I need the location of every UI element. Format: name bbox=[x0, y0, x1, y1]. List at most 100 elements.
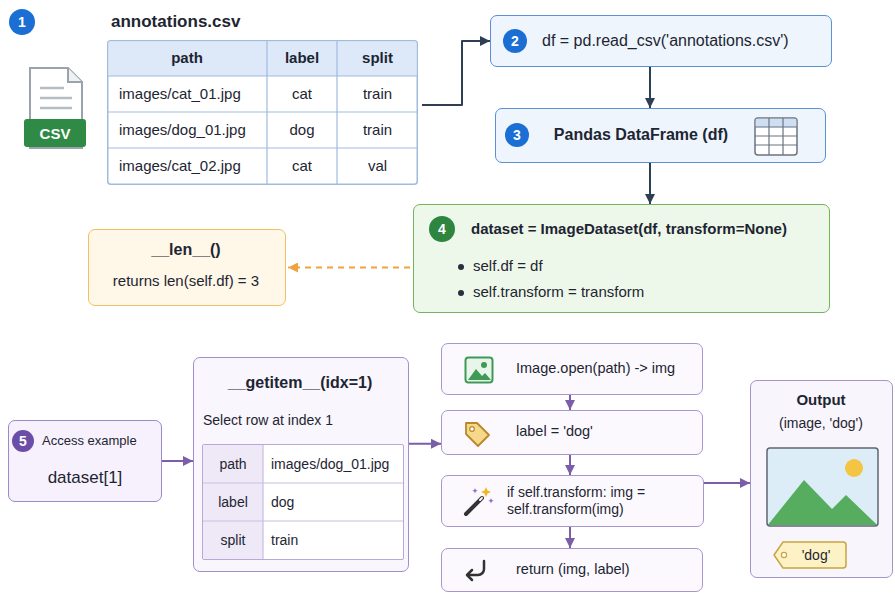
node-text: __len__() bbox=[151, 240, 220, 259]
node-text: label bbox=[285, 49, 319, 67]
node-text: df = pd.read_csv('annotations.csv') bbox=[542, 31, 789, 50]
label-tag: 'dog' bbox=[773, 541, 847, 569]
arrow-connector bbox=[569, 455, 571, 475]
csv-table: annotations.csv path label split images/cat_… bbox=[107, 8, 418, 186]
node-text: dataset = ImageDataset(df, transform=Non… bbox=[471, 220, 787, 238]
return-icon bbox=[467, 570, 472, 580]
table-grid bbox=[109, 42, 417, 76]
file-type-label: CSV bbox=[40, 126, 71, 141]
row-table: path images/dog_01.jpglabel dog split train bbox=[202, 444, 404, 560]
getitem-box: __getitem__(idx=1)Select row at index 1 … bbox=[193, 357, 409, 572]
step-box: return (img, label) bbox=[441, 548, 703, 592]
output-box: Output (image, 'dog') 'dog' bbox=[750, 380, 893, 578]
node-text: images/dog_01.jpg bbox=[271, 456, 389, 473]
table-icon bbox=[755, 118, 797, 155]
image-picture bbox=[768, 480, 877, 525]
node-text: __getitem__(idx=1) bbox=[228, 373, 373, 392]
callout-number: 1 bbox=[9, 9, 35, 35]
wand-icon bbox=[462, 486, 494, 518]
arrow-connector bbox=[569, 395, 571, 410]
csv-file-icon bbox=[40, 87, 64, 90]
row-table-grid bbox=[203, 445, 263, 559]
callout-number: 3 bbox=[505, 123, 529, 147]
node-text: (image, 'dog') bbox=[779, 415, 863, 432]
node-text: Output bbox=[796, 391, 845, 409]
csv-file-icon bbox=[68, 68, 82, 82]
node-text: self.df = df bbox=[473, 257, 543, 275]
csv-file-icon bbox=[40, 97, 72, 100]
csv-file-icon bbox=[24, 119, 86, 147]
node-text: label bbox=[218, 494, 248, 511]
node-text: annotations.csv bbox=[111, 12, 240, 32]
bullet-dots bbox=[454, 260, 468, 300]
row-table-grid bbox=[203, 445, 403, 559]
arrow-connector bbox=[649, 163, 651, 204]
node-text: dog bbox=[289, 121, 314, 139]
step-box: if self.transform: img = self.transform(… bbox=[441, 475, 704, 527]
image-icon bbox=[468, 369, 491, 380]
table-icon bbox=[756, 119, 797, 128]
node-text: train bbox=[363, 121, 392, 139]
table-icon bbox=[754, 117, 798, 157]
node-text: images/cat_02.jpg bbox=[119, 157, 241, 175]
wand-icon bbox=[488, 498, 494, 504]
arrow-connector bbox=[422, 41, 490, 105]
node-text: return (img, label) bbox=[516, 561, 630, 578]
node-text: Access example bbox=[42, 433, 137, 449]
dataset-box: dataset = ImageDataset(df, transform=Non… bbox=[413, 204, 830, 313]
node-text: path bbox=[171, 49, 203, 67]
tag-shape bbox=[781, 552, 786, 557]
code-box: df = pd.read_csv('annotations.csv') bbox=[490, 15, 832, 67]
bullet-dots bbox=[458, 264, 464, 270]
tag-icon bbox=[466, 423, 489, 446]
node-text: images/cat_01.jpg bbox=[119, 85, 241, 103]
node-text: 'dog' bbox=[802, 547, 831, 564]
node-text: split bbox=[221, 532, 246, 549]
wand-icon bbox=[472, 488, 478, 494]
access-box: Access example dataset[1] bbox=[8, 420, 162, 502]
wand-icon bbox=[466, 498, 482, 514]
arrow-connector bbox=[704, 482, 750, 484]
node-text: cat bbox=[292, 85, 312, 103]
node-text: Pandas DataFrame (df) bbox=[554, 125, 728, 144]
arrow-connector bbox=[409, 443, 441, 445]
tag-shape bbox=[774, 542, 846, 568]
arrow-connector bbox=[569, 527, 571, 548]
node-text: if self.transform: img = self.transform(… bbox=[507, 484, 695, 518]
node-text: images/dog_01.jpg bbox=[119, 121, 246, 139]
step-box: label = 'dog' bbox=[441, 410, 703, 455]
node-text: dataset[1] bbox=[48, 468, 123, 488]
table-icon bbox=[755, 118, 797, 155]
node-text: self.transform = transform bbox=[473, 283, 644, 301]
tag-icon bbox=[462, 419, 492, 449]
callout-number: 4 bbox=[429, 216, 455, 242]
node-text: dog bbox=[271, 494, 294, 511]
table-grid bbox=[108, 41, 418, 185]
tag-icon bbox=[470, 427, 475, 432]
node-text: returns len(self.df) = 3 bbox=[113, 272, 259, 290]
bullet-dots bbox=[458, 290, 464, 296]
node-text: cat bbox=[292, 157, 312, 175]
wand-icon bbox=[480, 498, 482, 500]
node-text: Select row at index 1 bbox=[203, 412, 333, 429]
callout-number: 2 bbox=[503, 29, 527, 53]
csv-file-icon bbox=[40, 107, 72, 110]
image-icon bbox=[464, 355, 494, 385]
dataframe-box: Pandas DataFrame (df) bbox=[495, 108, 826, 163]
image-picture bbox=[767, 448, 878, 526]
node-text: split bbox=[362, 49, 393, 67]
arrow-connector bbox=[288, 267, 410, 269]
image-icon bbox=[466, 358, 493, 383]
node-text: train bbox=[271, 532, 298, 549]
node-text: train bbox=[363, 85, 392, 103]
image-picture bbox=[766, 447, 879, 527]
len-method-box: __len__()returns len(self.df) = 3 bbox=[88, 229, 286, 306]
node-text: label = 'dog' bbox=[516, 423, 593, 440]
node-text: path bbox=[219, 456, 246, 473]
return-icon bbox=[462, 558, 490, 584]
step-box: Image.open(path) -> img bbox=[441, 343, 703, 395]
callout-number: 5 bbox=[12, 430, 34, 452]
wand-icon bbox=[481, 487, 491, 497]
